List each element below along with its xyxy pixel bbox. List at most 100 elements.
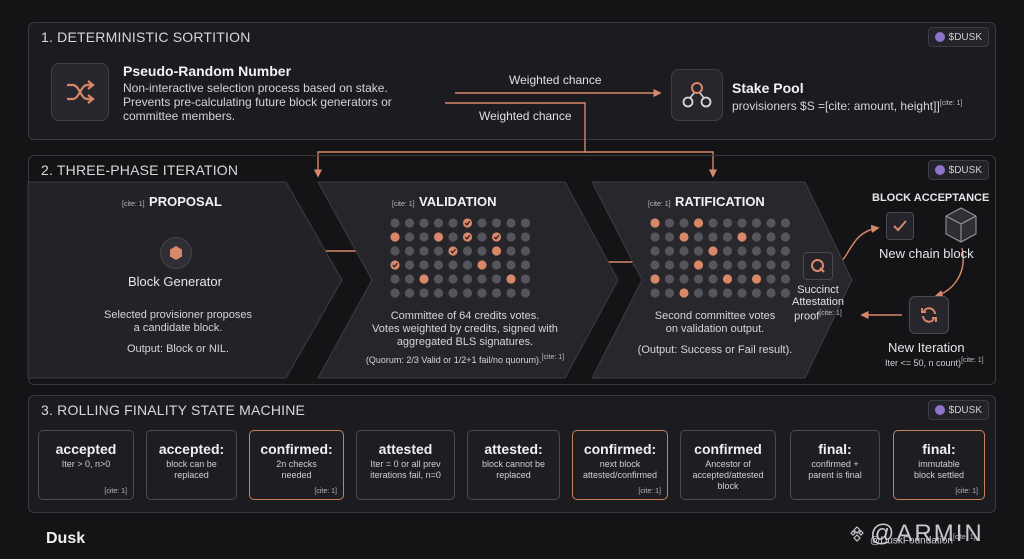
vote-dot bbox=[477, 232, 487, 242]
vote-dot-weighted bbox=[722, 274, 733, 284]
state-desc: Ancestor of bbox=[705, 459, 751, 469]
dusk-token-icon bbox=[934, 405, 945, 415]
vote-dot-weighted bbox=[491, 246, 502, 256]
vote-dot bbox=[708, 274, 718, 284]
state-title: final: bbox=[818, 441, 852, 457]
vote-dot bbox=[506, 218, 516, 228]
section-title: 2. THREE-PHASE ITERATION bbox=[41, 162, 239, 178]
vote-dot bbox=[520, 288, 531, 298]
vote-dot bbox=[766, 246, 776, 256]
refresh-icon bbox=[909, 296, 949, 334]
state-title: confirmed: bbox=[583, 441, 657, 457]
vote-dot bbox=[708, 218, 718, 228]
state-cite: [cite: 1] bbox=[638, 488, 661, 495]
vote-dots bbox=[650, 218, 791, 298]
state-title: attested: bbox=[484, 441, 543, 457]
vote-dot bbox=[477, 274, 487, 284]
vote-dot bbox=[433, 274, 444, 284]
vote-dot bbox=[650, 260, 660, 270]
state-desc: replaced bbox=[496, 470, 531, 480]
state-desc: confirmed + bbox=[811, 459, 859, 469]
check-icon bbox=[886, 212, 914, 240]
vote-dot bbox=[506, 260, 516, 270]
state-desc: 2n checks bbox=[276, 459, 317, 469]
state-desc: needed bbox=[281, 470, 312, 480]
vote-dot bbox=[520, 232, 531, 242]
three-phase-panel: 2. THREE-PHASE ITERATION $DUSK bbox=[28, 155, 996, 385]
state-desc: Iter > 0, n>0 bbox=[61, 459, 111, 469]
state-desc: block can be bbox=[166, 459, 217, 469]
vote-dot bbox=[693, 274, 704, 284]
vote-dot bbox=[737, 274, 747, 284]
vote-dot bbox=[708, 260, 718, 270]
attestation-proof-icon bbox=[803, 252, 833, 280]
prn-desc-line1: Non-interactive selection process based … bbox=[123, 81, 388, 95]
vote-dot bbox=[448, 260, 458, 270]
vote-dot-weighted bbox=[693, 260, 704, 270]
ratification-heading: [cite: 1] RATIFICATION bbox=[648, 194, 765, 209]
dusk-logo: Dusk bbox=[22, 530, 85, 548]
vote-dot bbox=[433, 246, 444, 256]
check-mark-icon bbox=[450, 248, 456, 254]
new-chain-block-label: New chain block bbox=[879, 246, 974, 261]
attestation-proof-label: Succinct Attestation proof[cite: 1] bbox=[792, 284, 844, 323]
vote-dot bbox=[679, 218, 689, 228]
vote-dot-weighted bbox=[650, 274, 660, 284]
vote-dot bbox=[780, 288, 791, 298]
vote-dot bbox=[419, 288, 429, 298]
section-title: 3. ROLLING FINALITY STATE MACHINE bbox=[41, 402, 306, 418]
vote-dot bbox=[506, 232, 516, 242]
vote-dot bbox=[751, 218, 762, 228]
vote-dot bbox=[433, 260, 444, 270]
proposal-chevron bbox=[27, 181, 343, 379]
stake-pool-desc: provisioners $S =[cite: amount, height]]… bbox=[732, 99, 963, 113]
vote-dots bbox=[390, 218, 531, 298]
vote-dot bbox=[419, 232, 429, 242]
vote-dot-weighted bbox=[491, 232, 502, 242]
vote-dot-weighted bbox=[477, 260, 487, 270]
vote-dot bbox=[506, 288, 516, 298]
validation-heading: [cite: 1] VALIDATION bbox=[392, 194, 497, 209]
vote-dot bbox=[650, 288, 660, 298]
state-title: attested bbox=[378, 441, 433, 457]
vote-dot bbox=[477, 288, 487, 298]
ratification-chevron bbox=[591, 181, 853, 379]
vote-dot bbox=[390, 218, 400, 228]
check-mark-icon bbox=[392, 262, 398, 268]
vote-dot bbox=[693, 232, 704, 242]
vote-dot bbox=[491, 218, 502, 228]
vote-dot bbox=[664, 274, 675, 284]
vote-dot bbox=[664, 260, 675, 270]
vote-dot bbox=[780, 218, 791, 228]
dusk-logo-icon bbox=[31, 531, 39, 547]
vote-dot bbox=[751, 288, 762, 298]
vote-dot bbox=[766, 218, 776, 228]
vote-dot bbox=[448, 274, 458, 284]
watermark-sub: @DuskFoundation[cite: 1] bbox=[870, 534, 976, 547]
vote-dot bbox=[708, 288, 718, 298]
vote-dot bbox=[462, 288, 473, 298]
vote-dot bbox=[693, 288, 704, 298]
vote-dot bbox=[766, 288, 776, 298]
vote-dot bbox=[419, 260, 429, 270]
vote-dot bbox=[506, 246, 516, 256]
vote-dot bbox=[664, 288, 675, 298]
state-box: final:confirmed +parent is final bbox=[790, 430, 880, 500]
vote-dot-weighted bbox=[419, 274, 429, 284]
state-title: final: bbox=[922, 441, 956, 457]
vote-dot bbox=[664, 232, 675, 242]
vote-dot bbox=[693, 246, 704, 256]
state-desc: replaced bbox=[174, 470, 209, 480]
vote-dot bbox=[477, 218, 487, 228]
vote-dot-weighted bbox=[679, 232, 689, 242]
validation-desc: Committee of 64 credits votes. Votes wei… bbox=[365, 310, 565, 365]
vote-dot bbox=[780, 274, 791, 284]
vote-dot bbox=[780, 260, 791, 270]
state-cite: [cite: 1] bbox=[314, 488, 337, 495]
state-desc: accepted/attested bbox=[692, 470, 764, 480]
